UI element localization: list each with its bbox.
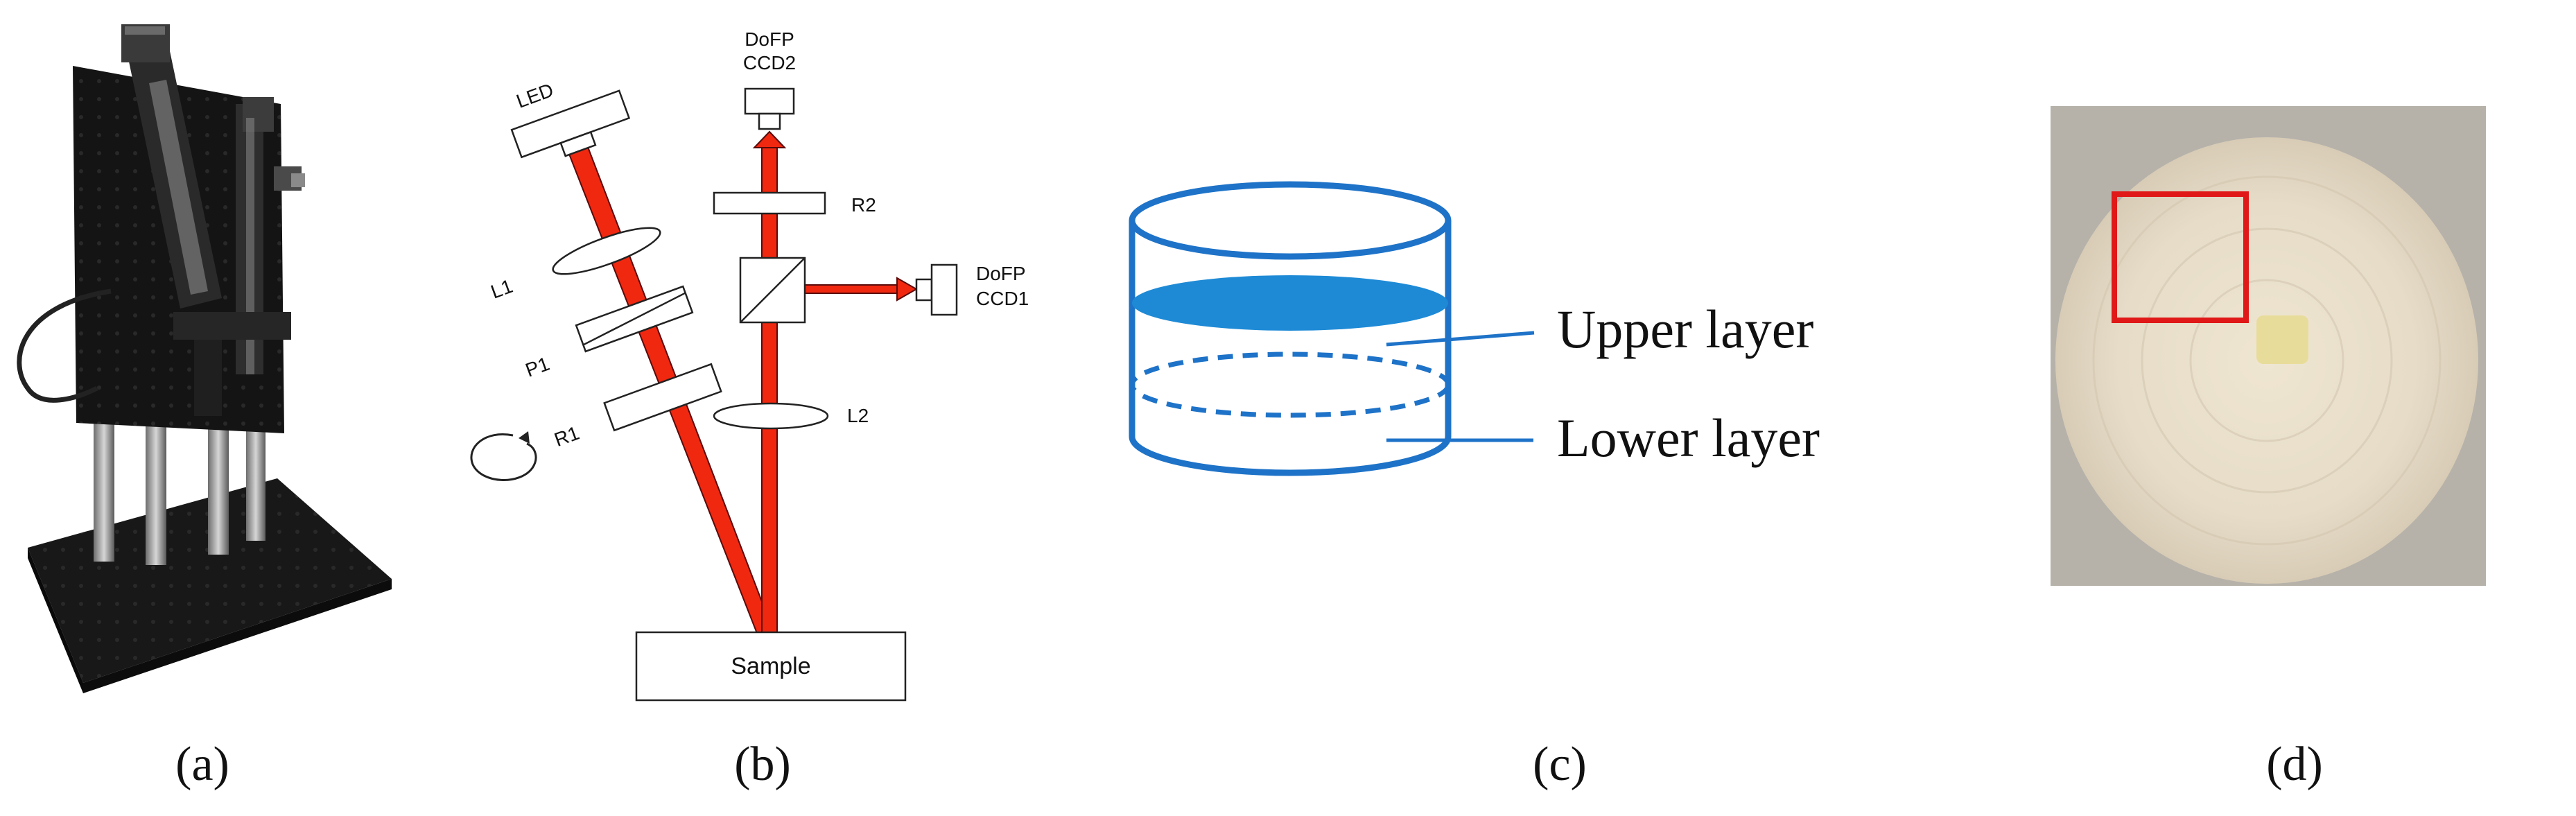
rotation-icon [470, 433, 537, 481]
label-led: LED [514, 79, 557, 112]
upper-layer-surface [1132, 275, 1448, 331]
detection-beam [761, 147, 778, 633]
ccd1-camera [915, 263, 958, 316]
beam-splitter [739, 257, 806, 324]
panel-b-schematic: LED DoFP CCD2 R2 DoFP CCD1 L1 P1 R1 L2 S… [470, 28, 1029, 702]
caption-c: (c) [1533, 738, 1587, 791]
panel-a-setup-photo [17, 24, 392, 693]
label-ccd2-line2: CCD2 [743, 52, 796, 73]
retarder-r2 [713, 191, 826, 215]
beam-arrowhead-up [752, 130, 787, 148]
lens-l1 [552, 227, 661, 275]
label-l1: L1 [488, 275, 516, 303]
panel-c-container: Upper layer Lower layer [1129, 181, 1820, 476]
post [94, 416, 114, 562]
label-p1: P1 [523, 353, 552, 381]
post [146, 416, 166, 565]
panel-d-sample-photo [2051, 106, 2486, 586]
led-source [510, 89, 631, 159]
disc-center [2256, 315, 2308, 364]
upper-layer-leader [1386, 331, 1535, 347]
polarizer-p1 [575, 285, 694, 353]
beam-arrowhead-right [896, 277, 919, 302]
sample-stage [173, 312, 291, 340]
container-body [1129, 220, 1452, 476]
label-lower-layer: Lower layer [1557, 408, 1820, 468]
cable [17, 288, 112, 403]
caption-d: (d) [2266, 738, 2323, 791]
label-ccd2-line1: DoFP [745, 28, 794, 50]
caption-b: (b) [734, 738, 791, 791]
label-upper-layer: Upper layer [1557, 299, 1813, 359]
layer-interface [1129, 351, 1451, 418]
split-beam [804, 284, 898, 294]
post [246, 416, 266, 541]
roi-box [2112, 191, 2249, 323]
label-sample: Sample [731, 653, 810, 679]
label-r2: R2 [851, 194, 876, 216]
post [208, 416, 229, 555]
label-ccd1-line2: CCD1 [976, 288, 1029, 309]
ccd2-camera [744, 87, 795, 130]
label-ccd1-line1: DoFP [976, 263, 1026, 284]
label-r1: R1 [551, 422, 582, 451]
container-rim [1129, 181, 1452, 260]
sample-box [635, 631, 907, 702]
lens-l2 [713, 402, 829, 430]
label-l2: L2 [847, 405, 869, 426]
retarder-r1 [603, 363, 722, 432]
caption-a: (a) [175, 738, 229, 791]
